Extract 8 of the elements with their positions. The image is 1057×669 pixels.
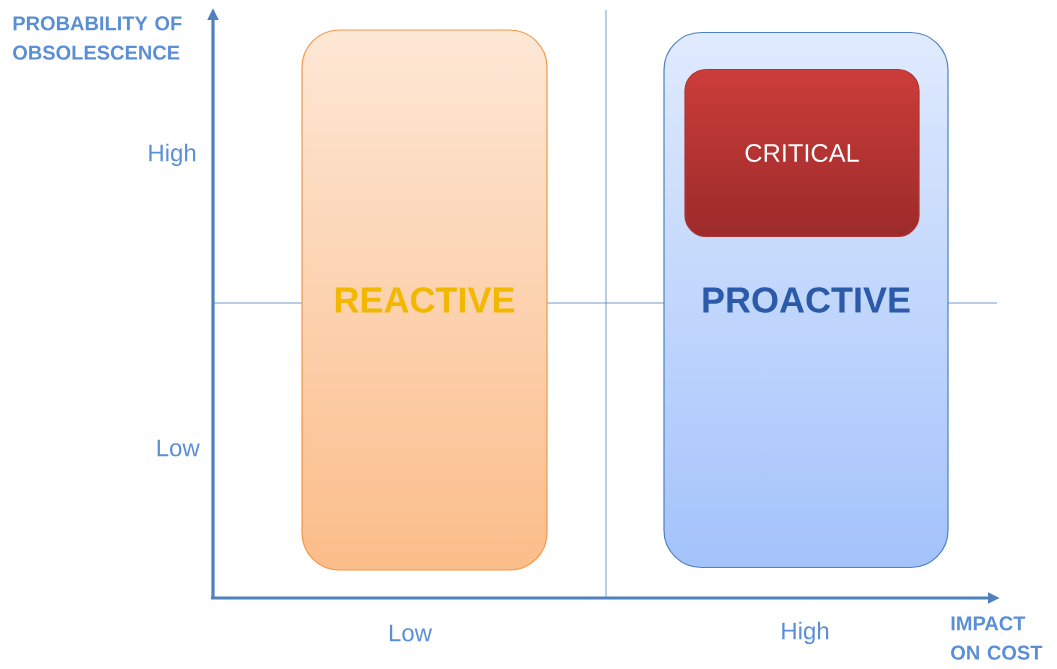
tick-label: Low <box>157 439 200 457</box>
quadrant-box: REACTIVE <box>301 29 548 571</box>
critical-box: CRITICAL <box>684 68 920 238</box>
tick-label: High <box>149 143 196 167</box>
tick-label: Low <box>389 624 433 642</box>
axis-title: IMPACT ON COST <box>951 616 1043 660</box>
axis-title: PROBABILITY OF OBSOLESCENCE <box>13 16 182 60</box>
tick-label: High <box>782 621 829 645</box>
